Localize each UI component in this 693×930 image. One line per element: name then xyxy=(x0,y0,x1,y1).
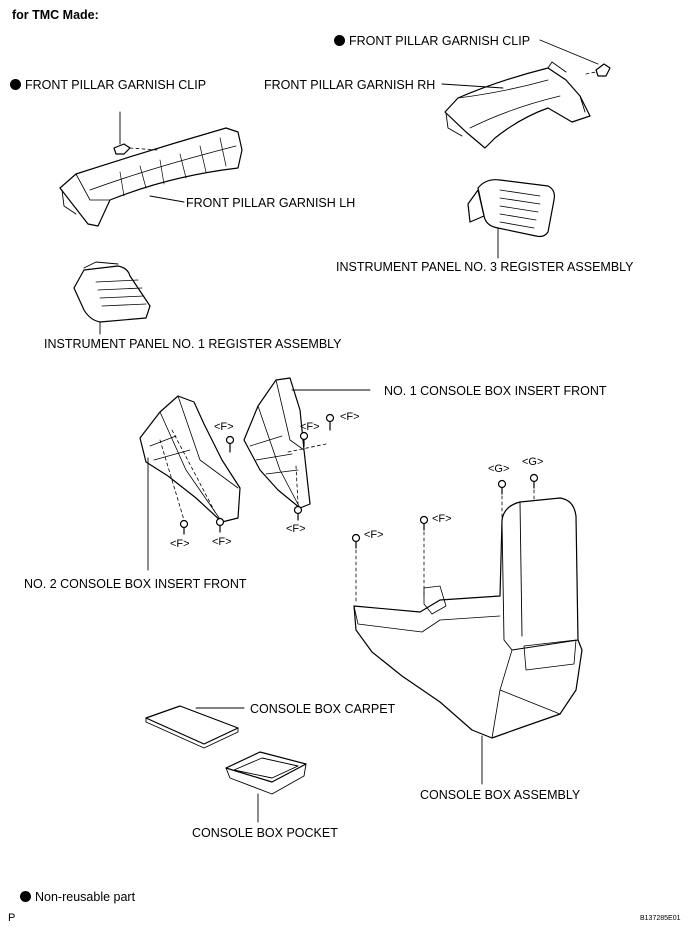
screw-f-6 xyxy=(293,505,303,521)
screw-f-5 xyxy=(215,517,225,533)
non-reusable-dot-icon xyxy=(334,35,345,46)
console-insert-no1-part xyxy=(243,377,371,509)
label-console-insert-no2: NO. 2 CONSOLE BOX INSERT FRONT xyxy=(24,577,247,591)
label-console-box-carpet: CONSOLE BOX CARPET xyxy=(250,702,396,716)
label-console-insert-no1: NO. 1 CONSOLE BOX INSERT FRONT xyxy=(384,384,607,398)
non-reusable-dot-icon xyxy=(20,891,31,902)
mark-f: <F> xyxy=(432,513,452,525)
label-register-no3: INSTRUMENT PANEL NO. 3 REGISTER ASSEMBLY xyxy=(336,260,634,274)
mark-f: <F> xyxy=(286,523,306,535)
label-front-pillar-garnish-lh: FRONT PILLAR GARNISH LH xyxy=(186,196,356,210)
label-front-pillar-clip-rh: FRONT PILLAR GARNISH CLIP xyxy=(334,34,530,48)
register-no1-part xyxy=(73,261,151,335)
mark-g: <G> xyxy=(488,463,510,475)
label-text: FRONT PILLAR GARNISH CLIP xyxy=(349,34,531,48)
screw-f-7 xyxy=(351,533,361,605)
console-insert-no2-part xyxy=(139,395,241,571)
mark-f: <F> xyxy=(300,421,320,433)
register-no3-part xyxy=(467,179,555,259)
screw-f-3 xyxy=(325,413,335,431)
footer-left: P xyxy=(8,912,16,924)
legend: Non-reusable part xyxy=(20,890,135,904)
mark-f: <F> xyxy=(214,421,234,433)
legend-text: Non-reusable part xyxy=(35,890,136,904)
figure-code: B137285E01 xyxy=(640,915,681,922)
mark-f: <F> xyxy=(340,411,360,423)
console-box-pocket-part xyxy=(225,751,307,823)
label-front-pillar-garnish-rh: FRONT PILLAR GARNISH RH xyxy=(264,78,436,92)
label-register-no1: INSTRUMENT PANEL NO. 1 REGISTER ASSEMBLY xyxy=(44,337,342,351)
leader-garnish-rh xyxy=(441,83,504,89)
label-console-box-pocket: CONSOLE BOX POCKET xyxy=(192,826,338,840)
leader-garnish-lh xyxy=(149,195,185,203)
screw-f-8 xyxy=(419,515,429,599)
mark-f: <F> xyxy=(212,536,232,548)
screw-f-2 xyxy=(299,431,309,447)
screw-f-1 xyxy=(225,435,235,453)
page-title: for TMC Made: xyxy=(12,8,99,22)
mark-f: <F> xyxy=(170,538,190,550)
screw-f-4 xyxy=(179,519,189,535)
front-pillar-garnish-lh xyxy=(59,127,243,227)
label-text: FRONT PILLAR GARNISH CLIP xyxy=(25,78,207,92)
console-box-assembly-part xyxy=(353,497,583,785)
non-reusable-dot-icon xyxy=(10,79,21,90)
front-pillar-garnish-rh xyxy=(444,61,591,149)
label-front-pillar-clip-lh: FRONT PILLAR GARNISH CLIP xyxy=(10,78,206,92)
label-console-box-assembly: CONSOLE BOX ASSEMBLY xyxy=(420,788,581,802)
mark-g: <G> xyxy=(522,456,544,468)
front-pillar-clip-rh-part xyxy=(539,39,611,77)
front-pillar-clip-lh-part xyxy=(113,111,159,155)
mark-f: <F> xyxy=(364,529,384,541)
console-box-carpet-part xyxy=(145,705,245,749)
